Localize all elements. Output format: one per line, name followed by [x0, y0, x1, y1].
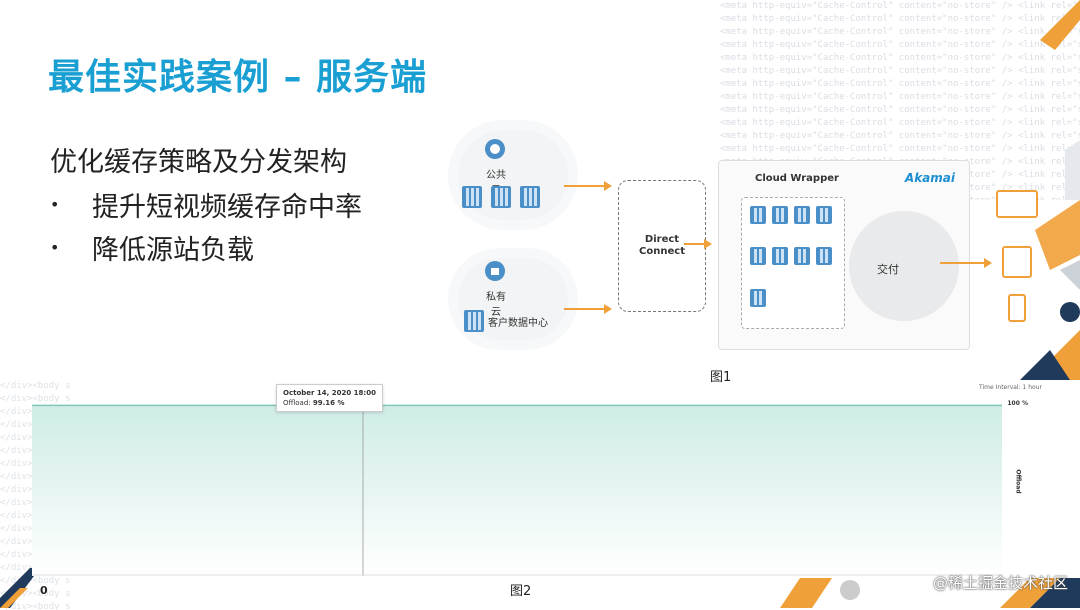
bullet-item: • 提升短视频缓存命中率	[50, 185, 362, 224]
server-icon	[462, 186, 482, 208]
bullet-heading: 优化缓存策略及分发架构	[50, 147, 347, 178]
server-icon	[750, 288, 766, 307]
arrow-public-to-dc	[564, 181, 612, 191]
architecture-diagram: 公共云 私有云 客户数据中心 Direct Connect Cloud Wrap…	[440, 110, 1080, 390]
server-icon	[772, 206, 788, 224]
customer-dc: 客户数据中心	[462, 310, 548, 332]
tablet-icon	[1002, 246, 1032, 278]
server-group	[460, 186, 542, 212]
private-cloud-label: 私有云	[486, 292, 506, 318]
tooltip-date: October 14, 2020 18:00	[283, 389, 376, 397]
figure1-label: 图1	[710, 370, 732, 385]
server-icon	[794, 247, 810, 266]
time-interval-label: Time Interval: 1 hour	[979, 384, 1042, 391]
server-icon	[750, 206, 766, 224]
server-grid	[741, 197, 845, 329]
direct-connect-line1: Direct	[644, 234, 680, 245]
arrow-wrapper-to-devices	[940, 258, 992, 268]
y-max-label: 100 %	[1007, 400, 1028, 407]
server-icon	[794, 206, 810, 224]
server-icon	[772, 247, 788, 266]
arrow-private-to-dc	[564, 304, 612, 314]
cloud-wrapper-title: Cloud Wrapper	[755, 173, 839, 184]
lock-cloud-icon	[485, 261, 505, 281]
server-icon	[750, 247, 766, 266]
bullet-marker: •	[50, 195, 60, 214]
bullet-text: 提升短视频缓存命中率	[92, 192, 362, 223]
bullet-list: 优化缓存策略及分发架构 • 提升短视频缓存命中率 • 降低源站负载	[50, 140, 362, 271]
figure2-label: 图2	[510, 584, 532, 599]
offload-chart-svg	[32, 403, 1002, 576]
server-icon	[816, 206, 832, 224]
server-icon	[491, 186, 512, 208]
customer-dc-label: 客户数据中心	[488, 317, 548, 329]
tooltip-metric-value: 99.16 %	[312, 399, 345, 407]
monitor-icon	[996, 190, 1038, 218]
server-icon	[520, 186, 541, 208]
delivery-label: 交付	[877, 263, 899, 276]
bullet-text: 降低源站负载	[92, 235, 254, 266]
akamai-logo: Akamai	[904, 171, 955, 185]
y-axis-label: Offload	[1014, 469, 1022, 494]
corner-decoration-top-right	[1020, 0, 1080, 380]
direct-connect-line2: Connect	[639, 246, 685, 257]
watermark: @稀土掘金技术社区	[932, 574, 1068, 592]
server-icon	[816, 247, 832, 266]
delivery-cloud	[849, 211, 959, 321]
zero-label: 0	[40, 584, 48, 597]
direct-connect-box: Direct Connect	[618, 180, 706, 312]
tooltip-metric-label: Offload:	[283, 399, 311, 407]
server-icon	[464, 310, 484, 332]
offload-chart: October 14, 2020 18:00 Offload: 99.16 % …	[32, 384, 1042, 576]
phone-icon	[1008, 294, 1026, 322]
offload-area	[32, 405, 1002, 576]
bottom-decoration	[0, 568, 1080, 608]
arrow-dc-to-wrapper	[684, 239, 712, 249]
slide-title: 最佳实践案例 – 服务端	[48, 57, 428, 98]
bullet-item: • 降低源站负载	[50, 228, 362, 267]
bullet-marker: •	[50, 238, 60, 257]
cloud-wrapper-box: Cloud Wrapper Akamai 交付	[718, 160, 970, 350]
cloud-icon	[485, 139, 505, 159]
chart-tooltip: October 14, 2020 18:00 Offload: 99.16 %	[276, 384, 383, 412]
